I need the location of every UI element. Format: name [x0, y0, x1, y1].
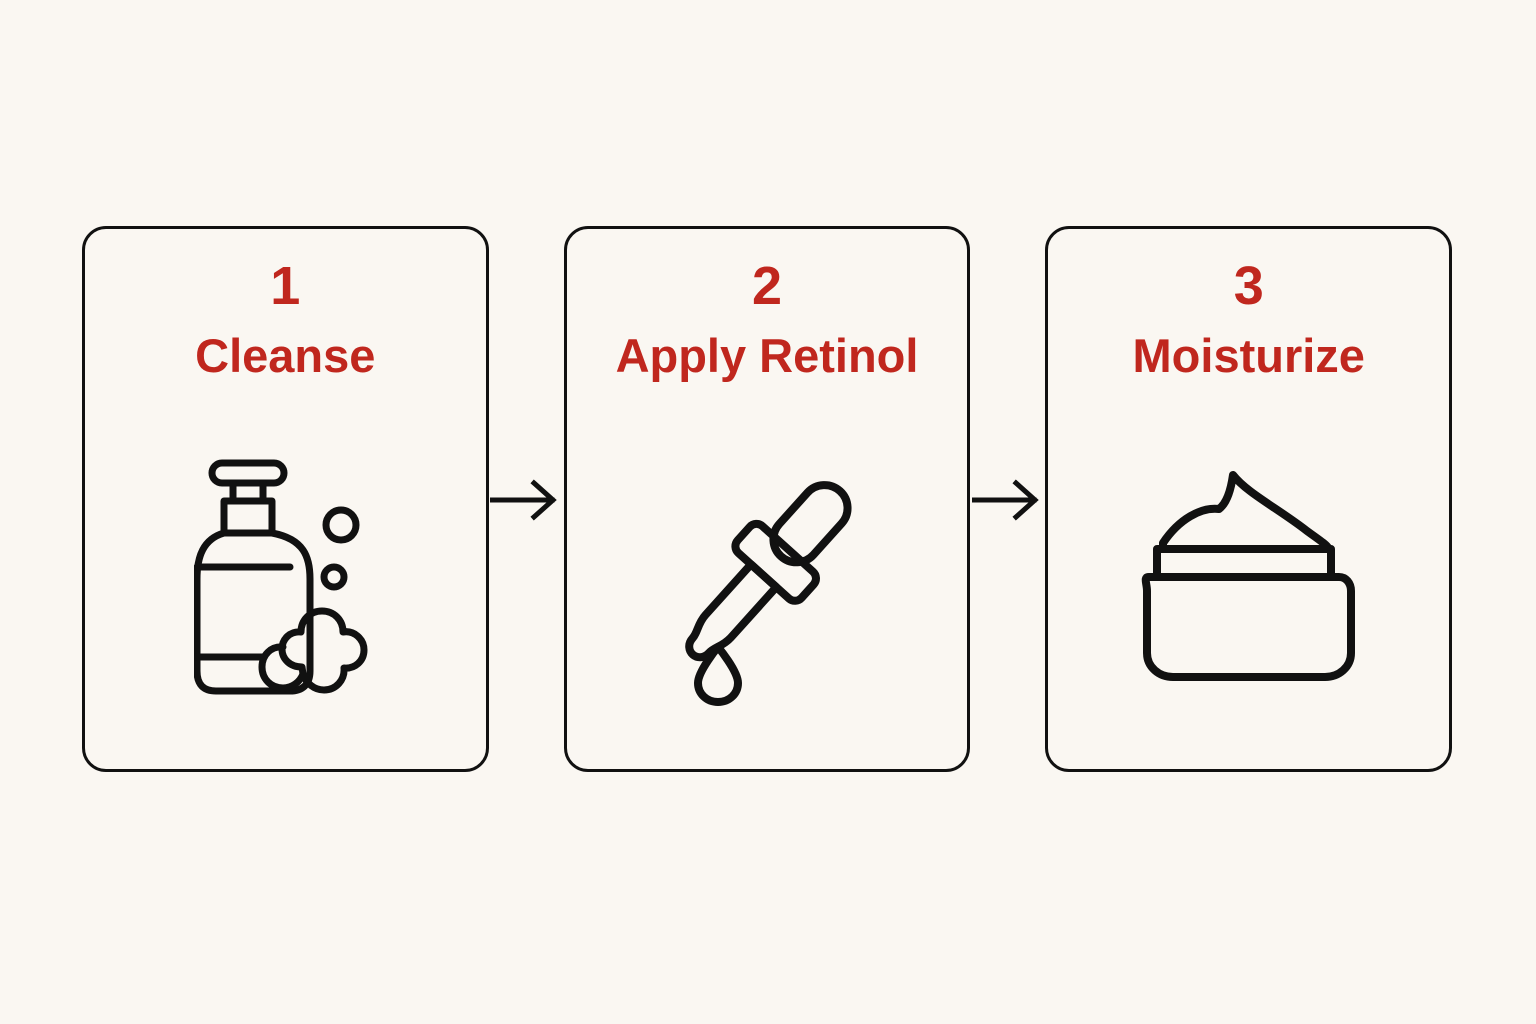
- soap-dispenser-bottle-icon: [85, 457, 486, 697]
- step-number-2: 2: [751, 256, 783, 316]
- step-flow: 1 Cleanse: [82, 226, 1453, 774]
- step-number-1: 1: [270, 256, 301, 316]
- step-title-3: Moisturize: [1132, 329, 1365, 382]
- step-card-1[interactable]: 1 Cleanse: [82, 226, 489, 772]
- step-title-2: Apply Retinol: [615, 329, 919, 382]
- step-card-3[interactable]: 3 Moisturize: [1045, 226, 1453, 772]
- arrow-right-icon-2: [970, 226, 1045, 774]
- step-title-1: Cleanse: [195, 329, 376, 382]
- step-number-3: 3: [1233, 256, 1264, 316]
- cream-jar-icon: [1048, 457, 1449, 683]
- dropper-pipette-icon: [567, 457, 968, 707]
- arrow-right-icon-1: [489, 226, 564, 774]
- step-card-2[interactable]: 2 Apply Retinol: [563, 226, 971, 772]
